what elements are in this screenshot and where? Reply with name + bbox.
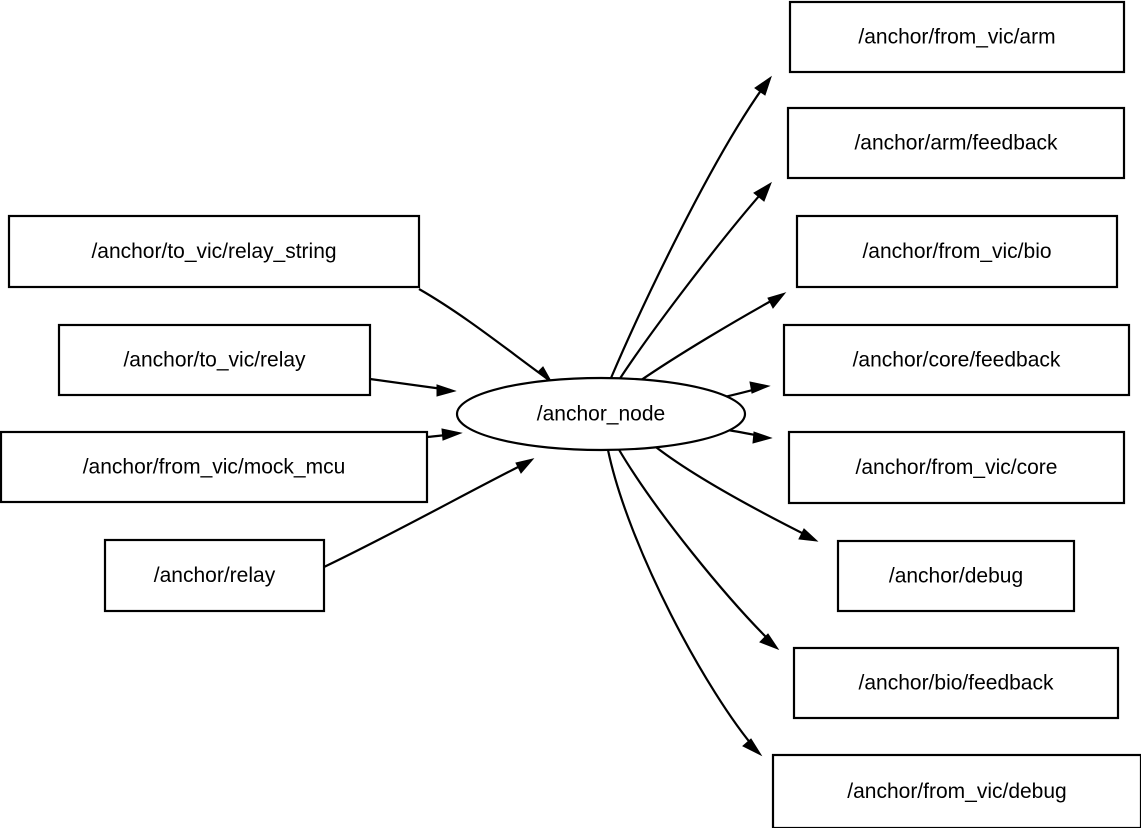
graph-edge bbox=[633, 292, 787, 386]
graph-edge bbox=[606, 449, 763, 757]
graph-edge bbox=[609, 75, 772, 379]
graph-node-anchor_node[interactable]: /anchor_node bbox=[455, 376, 747, 452]
node-box-shape[interactable] bbox=[787, 430, 1126, 505]
node-label: /anchor/to_vic/relay bbox=[123, 349, 306, 372]
node-label: /anchor/from_vic/arm bbox=[858, 26, 1055, 49]
node-box-shape[interactable] bbox=[788, 0, 1126, 74]
node-label: /anchor/arm/feedback bbox=[854, 132, 1058, 155]
arrowhead-icon bbox=[759, 633, 780, 651]
node-label: /anchor/core/feedback bbox=[853, 349, 1061, 372]
graph-edge bbox=[426, 428, 463, 441]
graph-node-to_vic_relay[interactable]: /anchor/to_vic/relay bbox=[57, 323, 372, 397]
node-ellipse-shape[interactable] bbox=[455, 376, 747, 452]
node-box-shape[interactable] bbox=[795, 214, 1119, 289]
edge-line bbox=[618, 186, 768, 381]
edge-line bbox=[418, 288, 550, 381]
arrowhead-icon bbox=[537, 366, 553, 384]
edge-line bbox=[323, 461, 529, 568]
arrowhead-icon bbox=[767, 292, 787, 309]
arrowhead-icon bbox=[436, 384, 457, 397]
node-box-shape[interactable] bbox=[103, 538, 326, 613]
node-label: /anchor/to_vic/relay_string bbox=[91, 240, 336, 263]
graph-node-relay[interactable]: /anchor/relay bbox=[103, 538, 326, 613]
graph-edge bbox=[418, 288, 553, 384]
node-box-shape[interactable] bbox=[792, 646, 1120, 720]
graph-node-arm_feedback[interactable]: /anchor/arm/feedback bbox=[786, 106, 1126, 180]
node-label: /anchor/from_vic/bio bbox=[862, 240, 1051, 263]
node-label: /anchor/from_vic/mock_mcu bbox=[83, 456, 346, 479]
arrowhead-icon bbox=[754, 75, 772, 96]
node-box-shape[interactable] bbox=[782, 323, 1131, 397]
node-box-shape[interactable] bbox=[771, 753, 1141, 828]
graph-node-from_vic_mock_mcu[interactable]: /anchor/from_vic/mock_mcu bbox=[0, 430, 429, 504]
edge-line bbox=[606, 449, 758, 752]
graph-node-bio_feedback[interactable]: /anchor/bio/feedback bbox=[792, 646, 1120, 720]
edge-line bbox=[609, 81, 768, 379]
arrowhead-icon bbox=[749, 381, 771, 394]
node-label: /anchor/debug bbox=[889, 565, 1023, 588]
node-label: /anchor/relay bbox=[154, 564, 276, 587]
node-box-shape[interactable] bbox=[7, 214, 421, 289]
node-box-shape[interactable] bbox=[0, 430, 429, 504]
graph-edge bbox=[369, 377, 457, 397]
node-box-shape[interactable] bbox=[836, 539, 1076, 613]
graph-edge bbox=[323, 458, 535, 568]
graph-node-from_vic_bio[interactable]: /anchor/from_vic/bio bbox=[795, 214, 1119, 289]
node-label: /anchor/bio/feedback bbox=[859, 672, 1054, 695]
arrowhead-icon bbox=[753, 181, 772, 202]
arrowhead-icon bbox=[441, 428, 463, 441]
graph-node-from_vic_arm[interactable]: /anchor/from_vic/arm bbox=[788, 0, 1126, 74]
center-node-label: /anchor_node bbox=[537, 403, 665, 426]
edge-line bbox=[617, 447, 775, 646]
graph-edge bbox=[617, 447, 780, 651]
graph-node-debug[interactable]: /anchor/debug bbox=[836, 539, 1076, 613]
node-label: /anchor/from_vic/debug bbox=[847, 780, 1066, 803]
graph-edge bbox=[618, 181, 772, 381]
arrowhead-icon bbox=[515, 458, 535, 474]
graph-edge bbox=[651, 443, 819, 542]
node-box-shape[interactable] bbox=[57, 323, 372, 397]
graph-node-to_vic_relay_string[interactable]: /anchor/to_vic/relay_string bbox=[7, 214, 421, 289]
graph-node-from_vic_core[interactable]: /anchor/from_vic/core bbox=[787, 430, 1126, 505]
node-label: /anchor/from_vic/core bbox=[856, 456, 1058, 479]
node-box-shape[interactable] bbox=[786, 106, 1126, 180]
graph-node-core_feedback[interactable]: /anchor/core/feedback bbox=[782, 323, 1131, 397]
arrowhead-icon bbox=[752, 431, 773, 444]
arrowhead-icon bbox=[742, 738, 763, 757]
graph-node-from_vic_debug[interactable]: /anchor/from_vic/debug bbox=[771, 753, 1141, 828]
edge-line bbox=[633, 295, 781, 386]
edge-line bbox=[651, 443, 813, 539]
arrowhead-icon bbox=[798, 528, 819, 542]
